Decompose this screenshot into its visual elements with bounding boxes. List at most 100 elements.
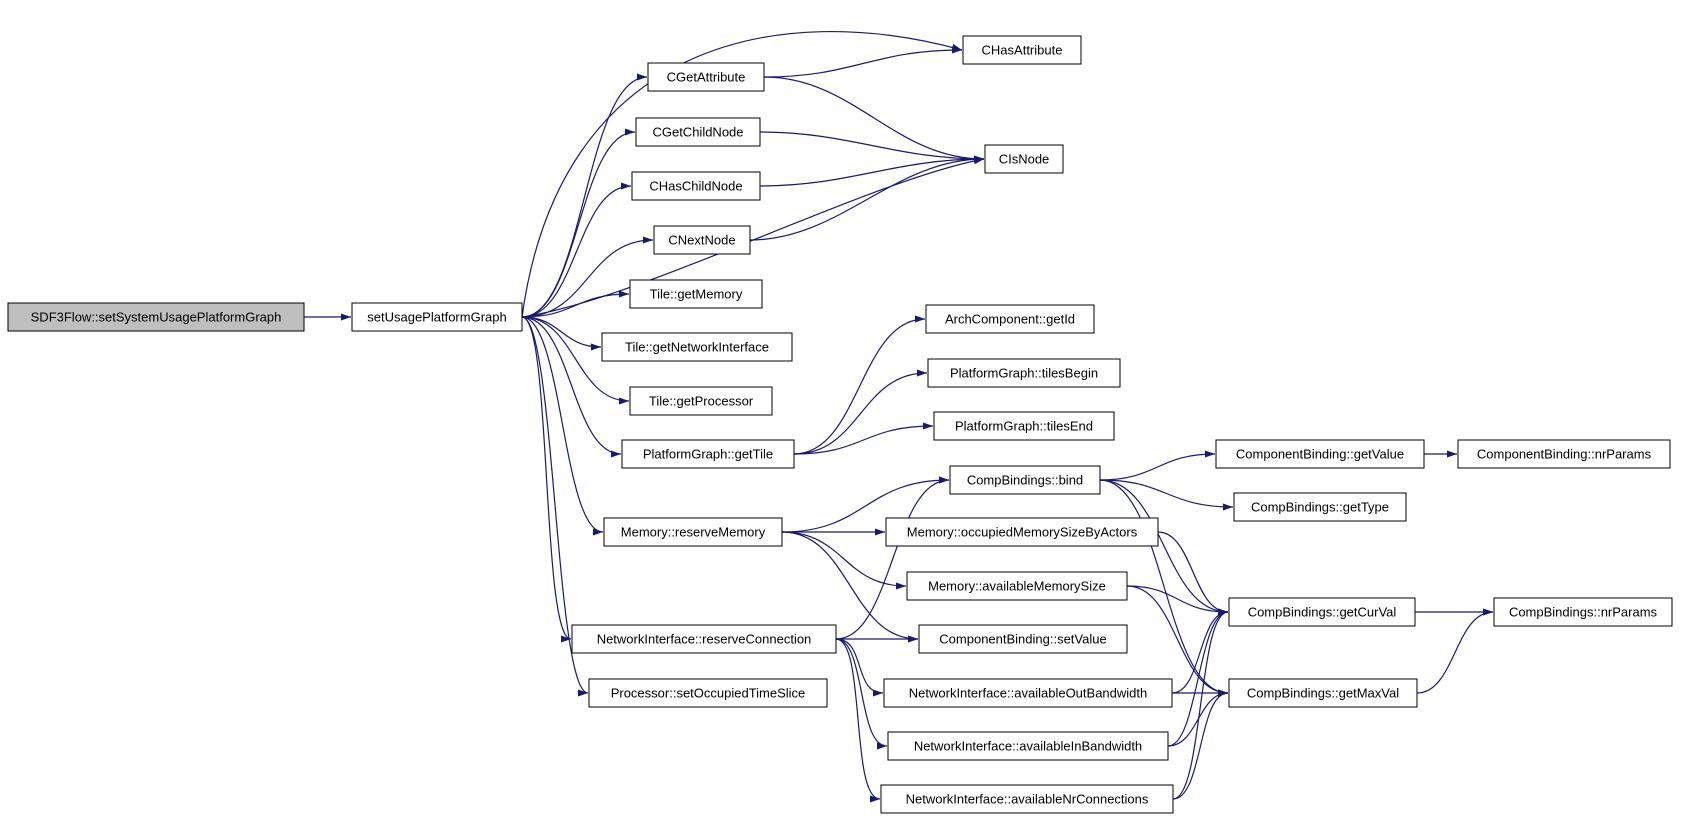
call-edge-comp-bindings-bind--comp-bindings-get-max-val — [1099, 479, 1229, 697]
node-box[interactable] — [887, 731, 1169, 761]
node-label: ArchComponent::getId — [945, 312, 1075, 327]
call-edge-memory-available-memory-size--comp-bindings-get-max-val — [1126, 585, 1229, 697]
graph-node-comp-bindings-get-cur-val[interactable]: CompBindings::getCurVal — [1228, 597, 1416, 627]
graph-node-comp-bindings-get-max-val[interactable]: CompBindings::getMaxVal — [1228, 678, 1418, 708]
node-box[interactable] — [1233, 492, 1407, 522]
node-box[interactable] — [629, 386, 773, 416]
graph-node-network-interface-reserve-connection[interactable]: NetworkInterface::reserveConnection — [571, 624, 837, 654]
graph-node-chas-child-node[interactable]: CHasChildNode — [631, 171, 761, 201]
call-edge-set-usage-platform-graph--platform-graph-get-tile — [521, 316, 622, 458]
graph-node-arch-component-get-id[interactable]: ArchComponent::getId — [925, 304, 1095, 334]
call-edge-network-interface-reserve-connection--network-interface-available-in-bandwidth — [835, 638, 888, 750]
graph-node-set-usage-platform-graph[interactable]: setUsagePlatformGraph — [351, 302, 523, 332]
call-edge-network-interface-available-in-bandwidth--comp-bindings-get-cur-val — [1167, 608, 1229, 747]
graph-node-platform-graph-tiles-end[interactable]: PlatformGraph::tilesEnd — [933, 411, 1115, 441]
graph-node-network-interface-available-out-bandwidth[interactable]: NetworkInterface::availableOutBandwidth — [883, 678, 1173, 708]
call-edge-chas-child-node--cis-node — [759, 155, 985, 187]
node-box[interactable] — [1215, 439, 1425, 469]
graph-node-comp-bindings-get-type[interactable]: CompBindings::getType — [1233, 492, 1407, 522]
node-label: Tile::getProcessor — [649, 394, 754, 409]
call-edge-memory-available-memory-size--comp-bindings-get-cur-val — [1126, 585, 1229, 616]
node-box[interactable] — [588, 678, 828, 708]
graph-node-memory-available-memory-size[interactable]: Memory::availableMemorySize — [906, 571, 1128, 601]
node-box[interactable] — [1228, 597, 1416, 627]
node-label: NetworkInterface::reserveConnection — [597, 632, 812, 647]
call-edge-memory-reserve-memory--component-binding-set-value — [781, 531, 919, 643]
node-label: Tile::getNetworkInterface — [625, 340, 769, 355]
node-box[interactable] — [7, 302, 305, 332]
call-edge-cget-child-node--cis-node — [759, 131, 985, 163]
call-edge-comp-bindings-get-max-val--comp-bindings-nr-params — [1416, 608, 1494, 694]
graph-node-sdf3flow-set-system-usage-platform-graph[interactable]: SDF3Flow::setSystemUsagePlatformGraph — [7, 302, 305, 332]
node-box[interactable] — [927, 358, 1121, 388]
node-box[interactable] — [883, 678, 1173, 708]
node-box[interactable] — [351, 302, 523, 332]
node-label: PlatformGraph::tilesEnd — [955, 419, 1093, 434]
node-box[interactable] — [885, 517, 1159, 547]
graph-node-cget-child-node[interactable]: CGetChildNode — [635, 117, 761, 147]
node-box[interactable] — [601, 332, 793, 362]
node-label: CGetAttribute — [667, 70, 746, 85]
call-edge-set-usage-platform-graph--cget-attribute — [521, 73, 648, 318]
node-box[interactable] — [1493, 597, 1673, 627]
node-box[interactable] — [653, 225, 751, 255]
node-box[interactable] — [962, 35, 1082, 65]
graph-node-cis-node[interactable]: CIsNode — [984, 144, 1064, 174]
node-box[interactable] — [647, 62, 765, 92]
graph-node-tile-get-memory[interactable]: Tile::getMemory — [629, 279, 763, 309]
node-box[interactable] — [933, 411, 1115, 441]
call-edge-set-usage-platform-graph--chas-child-node — [521, 182, 632, 318]
node-label: NetworkInterface::availableInBandwidth — [914, 739, 1142, 754]
graph-node-component-binding-nr-params[interactable]: ComponentBinding::nrParams — [1457, 439, 1671, 469]
call-edge-set-usage-platform-graph--processor-set-occupied-time-slice — [521, 316, 589, 697]
graph-node-cget-attribute[interactable]: CGetAttribute — [647, 62, 765, 92]
node-box[interactable] — [635, 117, 761, 147]
call-edge-network-interface-reserve-connection--network-interface-available-out-bandwidth — [835, 638, 884, 697]
node-label: ComponentBinding::setValue — [939, 632, 1106, 647]
graph-node-tile-get-processor[interactable]: Tile::getProcessor — [629, 386, 773, 416]
node-box[interactable] — [949, 465, 1101, 495]
graph-node-comp-bindings-bind[interactable]: CompBindings::bind — [949, 465, 1101, 495]
node-box[interactable] — [925, 304, 1095, 334]
node-box[interactable] — [1228, 678, 1418, 708]
node-label: CHasAttribute — [982, 43, 1063, 58]
graph-node-chas-attribute[interactable]: CHasAttribute — [962, 35, 1082, 65]
call-edge-platform-graph-get-tile--platform-graph-tiles-end — [793, 422, 934, 455]
node-box[interactable] — [629, 279, 763, 309]
graph-node-component-binding-set-value[interactable]: ComponentBinding::setValue — [918, 624, 1128, 654]
call-edge-set-usage-platform-graph--network-interface-reserve-connection — [521, 316, 572, 643]
node-box[interactable] — [906, 571, 1128, 601]
node-box[interactable] — [631, 171, 761, 201]
graph-node-comp-bindings-nr-params[interactable]: CompBindings::nrParams — [1493, 597, 1673, 627]
call-edge-set-usage-platform-graph--tile-get-processor — [521, 316, 630, 405]
call-edge-platform-graph-get-tile--platform-graph-tiles-begin — [793, 369, 928, 455]
graph-node-network-interface-available-nr-connections[interactable]: NetworkInterface::availableNrConnections — [880, 784, 1174, 814]
node-box[interactable] — [984, 144, 1064, 174]
graph-node-cnext-node[interactable]: CNextNode — [653, 225, 751, 255]
node-label: CIsNode — [999, 152, 1050, 167]
graph-node-processor-set-occupied-time-slice[interactable]: Processor::setOccupiedTimeSlice — [588, 678, 828, 708]
node-label: CompBindings::bind — [967, 473, 1083, 488]
node-box[interactable] — [880, 784, 1174, 814]
graph-node-platform-graph-tiles-begin[interactable]: PlatformGraph::tilesBegin — [927, 358, 1121, 388]
graph-node-memory-reserve-memory[interactable]: Memory::reserveMemory — [603, 517, 783, 547]
call-edge-comp-bindings-bind--comp-bindings-get-cur-val — [1099, 479, 1229, 616]
graph-node-network-interface-available-in-bandwidth[interactable]: NetworkInterface::availableInBandwidth — [887, 731, 1169, 761]
call-edge-memory-reserve-memory--memory-available-memory-size — [781, 531, 907, 590]
graph-node-memory-occupied-memory-size-by-actors[interactable]: Memory::occupiedMemorySizeByActors — [885, 517, 1159, 547]
graph-node-platform-graph-get-tile[interactable]: PlatformGraph::getTile — [621, 439, 795, 469]
node-box[interactable] — [621, 439, 795, 469]
call-edge-set-usage-platform-graph--cget-child-node — [521, 128, 636, 318]
call-edge-memory-reserve-memory--comp-bindings-bind — [781, 476, 950, 533]
graph-node-tile-get-network-interface[interactable]: Tile::getNetworkInterface — [601, 332, 793, 362]
node-box[interactable] — [603, 517, 783, 547]
call-edge-set-usage-platform-graph--memory-reserve-memory — [521, 316, 604, 536]
node-label: ComponentBinding::nrParams — [1477, 447, 1652, 462]
node-label: CompBindings::getCurVal — [1248, 605, 1397, 620]
node-box[interactable] — [571, 624, 837, 654]
node-box[interactable] — [1457, 439, 1671, 469]
graph-node-component-binding-get-value[interactable]: ComponentBinding::getValue — [1215, 439, 1425, 469]
node-box[interactable] — [918, 624, 1128, 654]
